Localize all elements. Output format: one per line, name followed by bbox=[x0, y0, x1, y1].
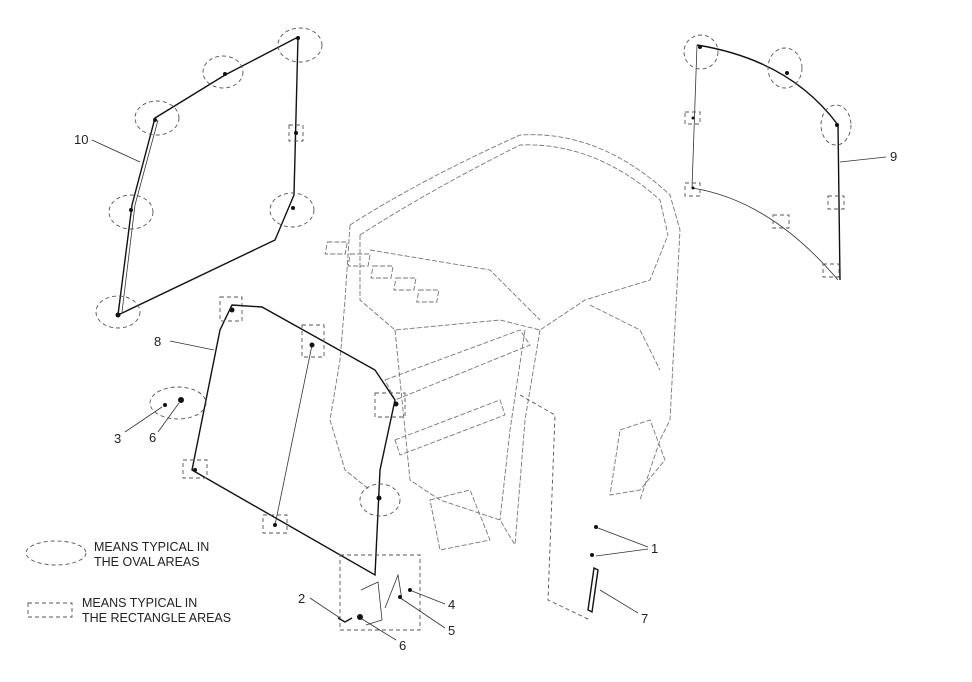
callout-8: 8 bbox=[154, 334, 161, 349]
callout-7: 7 bbox=[641, 611, 648, 626]
legend-rect-line1: MEANS TYPICAL IN bbox=[82, 596, 198, 610]
legend-rect-text: MEANS TYPICAL IN THE RECTANGLE AREAS bbox=[82, 596, 231, 626]
callout-9: 9 bbox=[890, 149, 897, 164]
legend-rect-line2: THE RECTANGLE AREAS bbox=[82, 611, 232, 625]
legend-rectangle-symbol bbox=[27, 602, 73, 618]
legend-oval-symbol bbox=[25, 540, 87, 566]
fastener-group-3-6 bbox=[163, 397, 184, 407]
glass-panel-8 bbox=[149, 296, 406, 577]
callout-5: 5 bbox=[448, 623, 455, 638]
roof-vent-slots bbox=[324, 241, 440, 303]
glass-panel-10 bbox=[95, 27, 323, 329]
callout-2: 2 bbox=[298, 591, 305, 606]
callout-6b: 6 bbox=[399, 638, 406, 653]
legend-oval-line1: MEANS TYPICAL IN bbox=[94, 540, 210, 554]
callout-1: 1 bbox=[651, 541, 658, 556]
glass-panel-9 bbox=[683, 34, 852, 281]
grab-handle-7 bbox=[587, 525, 599, 614]
legend-oval-line2: THE OVAL AREAS bbox=[94, 555, 200, 569]
callout-10: 10 bbox=[74, 132, 88, 147]
callout-6: 6 bbox=[149, 430, 156, 445]
callout-3: 3 bbox=[114, 431, 121, 446]
callout-4: 4 bbox=[448, 597, 455, 612]
legend-oval-text: MEANS TYPICAL IN THE OVAL AREAS bbox=[94, 540, 209, 570]
leader-lines bbox=[91, 139, 887, 641]
cab-frame bbox=[324, 134, 681, 621]
hardware-detail-box bbox=[337, 554, 421, 631]
